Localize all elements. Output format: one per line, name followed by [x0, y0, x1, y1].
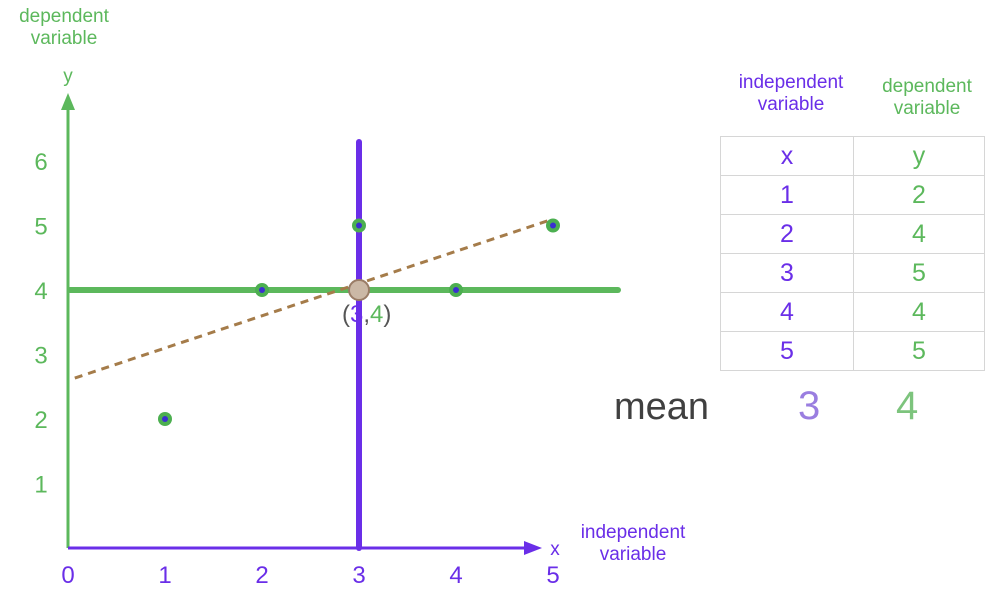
table-cell-x: 4	[720, 292, 854, 332]
data-point	[546, 218, 560, 233]
y-tick-label: 1	[34, 472, 47, 499]
table-cell-x: 2	[720, 214, 854, 254]
data-point	[352, 218, 366, 233]
x-tick-label: 5	[546, 562, 559, 589]
table-row: 2 4	[720, 214, 985, 254]
mean-x-value: 3	[798, 384, 821, 428]
data-point-core	[356, 222, 362, 229]
x-axis-caption: independent variable	[580, 522, 686, 565]
table-header-x: x	[720, 136, 854, 176]
table-row: 4 4	[720, 292, 985, 332]
data-point-core	[550, 222, 556, 229]
table-header-y: y	[853, 136, 985, 176]
data-point-core	[162, 416, 168, 422]
x-tick-label: 1	[158, 562, 171, 589]
data-point-core	[453, 287, 459, 293]
table-header-x-caption: independent variable	[738, 72, 844, 115]
table-cell-y: 2	[853, 175, 985, 215]
y-tick-label: 6	[34, 149, 47, 176]
y-axis-caption: dependent variable	[19, 6, 109, 49]
table-header-y-caption: dependent variable	[882, 76, 972, 119]
y-tick-label: 2	[34, 407, 47, 434]
y-axis-letter: y	[63, 66, 73, 87]
x-axis-letter: x	[550, 539, 560, 560]
table-cell-x: 3	[720, 253, 854, 293]
x-tick-label: 3	[352, 562, 365, 589]
y-tick-label: 3	[34, 343, 47, 370]
table-cell-y: 5	[853, 331, 985, 371]
mean-y-value: 4	[896, 384, 919, 428]
x-axis-arrow-icon	[524, 541, 542, 555]
x-tick-label: 4	[449, 562, 462, 589]
y-axis-arrow-icon	[61, 93, 75, 110]
table-cell-y: 4	[853, 292, 985, 332]
data-point	[255, 283, 269, 297]
data-point	[158, 412, 172, 426]
table-row: 1 2	[720, 175, 985, 215]
y-tick-label: 5	[34, 214, 47, 241]
y-tick-label: 4	[34, 278, 47, 305]
table-cell-x: 1	[720, 175, 854, 215]
table-cell-y: 5	[853, 253, 985, 293]
regression-line	[74, 217, 554, 380]
mean-point-label: (3,4)	[342, 301, 392, 328]
x-tick-label: 0	[61, 562, 74, 589]
data-table: x y 1 2 2 4 3 5 4 4 5 5	[720, 136, 985, 371]
table-row: 5 5	[720, 331, 985, 371]
table-row: 3 5	[720, 253, 985, 293]
data-point	[449, 283, 463, 297]
mean-label: mean	[614, 386, 710, 428]
table-cell-x: 5	[720, 331, 854, 371]
mean-point-marker	[348, 279, 370, 301]
table-header-row: x y	[720, 136, 985, 176]
table-cell-y: 4	[853, 214, 985, 254]
data-point-core	[259, 287, 265, 293]
x-tick-label: 2	[255, 562, 268, 589]
